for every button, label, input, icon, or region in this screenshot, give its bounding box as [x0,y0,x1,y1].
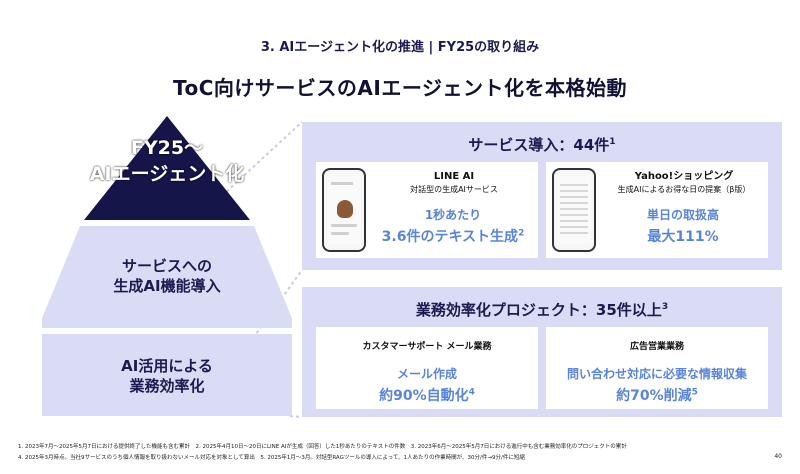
ad-sales-name: 広告営業業務 [629,342,684,352]
yahoo-shopping-stat-label: 単日の取扱高 [646,208,719,222]
line-ai-subtitle: 対話型の生成AIサービス [410,185,498,194]
page-title: ToC向けサービスのAIエージェント化を本格始動 [173,76,627,100]
bear-character-icon [337,200,353,218]
ad-sales-stat-value: 約70%削減5 [616,387,698,404]
phone-chat-icon [322,168,366,252]
pyramid-bottom-line2: 業務効率化 [129,377,205,396]
efficiency-panel-title: 業務効率化プロジェクト：35件以上3 [302,299,782,320]
pyramid-shape [42,116,292,416]
efficiency-panel: 業務効率化プロジェクト：35件以上3 カスタマーサポート メール業務 メール作成… [302,287,782,417]
yahoo-shopping-stat-value: 最大111% [647,229,719,245]
line-ai-stat-label: 1秒あたり [424,208,482,222]
pyramid: FY25〜 AIエージェント化 サービスへの 生成AI機能導入 AI活用による … [42,116,292,416]
efficiency-panel-title-text: 業務効率化プロジェクト：35件以上 [415,301,662,319]
customer-support-stat-label: メール作成 [396,367,457,381]
footnote-line-2: 4. 2025年3月時点。当社9サービスのうち個人情報を取り扱わないメール対応を… [18,455,525,461]
pyramid-middle-line2: 生成AI機能導入 [113,277,221,296]
phone-shopping-icon [552,168,596,252]
pyramid-top-line2: AIエージェント化 [89,162,245,185]
customer-support-card: カスタマーサポート メール業務 メール作成 約90%自動化4 [316,327,538,409]
line-ai-card: LINE AI 対話型の生成AIサービス 1秒あたり 3.6件のテキスト生成2 [316,162,538,258]
line-ai-name: LINE AI [433,171,475,182]
pyramid-bottom-label: AI活用による 業務効率化 [42,356,292,397]
pyramid-middle-line1: サービスへの [121,257,212,275]
yahoo-shopping-name: Yahoo!ショッピング [634,171,734,182]
pyramid-bottom-tier [42,334,292,416]
line-ai-stat-value: 3.6件のテキスト生成2 [381,228,525,245]
yahoo-shopping-subtitle: 生成AIによるお得な日の提案（β版） [617,185,751,194]
pyramid-top-line1: FY25〜 [130,137,204,159]
service-panel-title-text: サービス導入：44件 [468,136,610,154]
pyramid-top-label: FY25〜 AIエージェント化 [42,136,292,187]
pyramid-middle-tier [42,226,292,328]
section-title: 3. AIエージェント化の推進 | FY25の取り組み [260,40,540,55]
footnote-line-1: 1. 2023年7月〜2025年5月7日における提供終了した機能も含む累計 2.… [18,444,627,450]
pyramid-bottom-line1: AI活用による [121,357,213,375]
page-number: 40 [774,453,782,460]
ad-sales-card: 広告営業業務 問い合わせ対応に必要な情報収集 約70%削減5 [546,327,768,409]
service-panel-title: サービス導入：44件1 [302,134,782,155]
efficiency-panel-title-note: 3 [661,302,669,312]
customer-support-name: カスタマーサポート メール業務 [362,342,492,352]
ad-sales-stat-label: 問い合わせ対応に必要な情報収集 [566,367,747,381]
pyramid-top-tier [84,116,250,220]
pyramid-middle-label: サービスへの 生成AI機能導入 [42,256,292,297]
service-panel: サービス導入：44件1 LINE AI 対話型の生成AIサービス 1秒あたり 3… [302,122,782,270]
service-panel-title-note: 1 [609,137,616,147]
customer-support-stat-value: 約90%自動化4 [379,387,475,404]
yahoo-shopping-card: Yahoo!ショッピング 生成AIによるお得な日の提案（β版） 単日の取扱高 最… [546,162,768,258]
